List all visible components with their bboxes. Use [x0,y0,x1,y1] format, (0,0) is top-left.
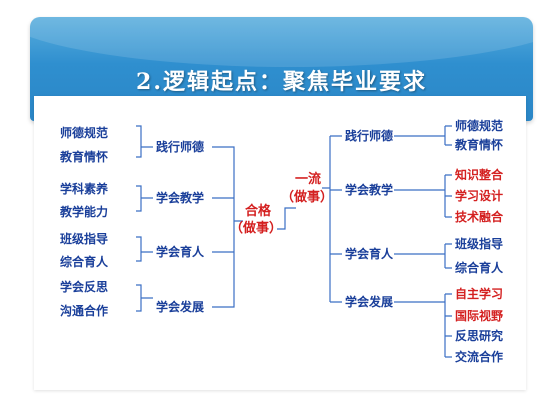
hub-link [277,207,296,230]
left-group-4-bracket [136,284,153,312]
right-item: 自主学习 [455,287,504,301]
left-group-label: 学会教学 [156,191,205,205]
left-item: 学科素养 [60,182,109,196]
right-item: 知识整合 [455,168,504,182]
right-hub-label: 一流 [295,172,322,187]
left-group-3-bracket [136,236,153,262]
right-group-label: 学会育人 [345,247,394,261]
left-item: 班级指导 [60,232,109,246]
left-item: 教育情怀 [60,150,109,164]
right-item: 反思研究 [455,329,504,343]
left-hub-label: 合格 [245,204,272,219]
left-item: 综合育人 [60,255,109,269]
right-item: 班级指导 [455,237,504,251]
slide-title: 2.逻辑起点：聚焦毕业要求 [136,69,427,95]
right-item: 师德规范 [455,119,504,133]
left-hub-bracket [212,146,243,308]
left-item: 学会反思 [60,280,109,294]
right-group-label: 践行师德 [345,129,394,143]
right-group-label: 学会教学 [345,183,394,197]
left-item: 师德规范 [60,126,109,140]
right-item: 综合育人 [455,261,504,275]
right-group-2-bracket [394,174,452,218]
diagram-panel [34,96,526,390]
left-item: 沟通合作 [60,304,109,318]
right-group-3-bracket [394,243,452,269]
right-group-label: 学会发展 [345,295,394,309]
left-group-label: 学会发展 [156,300,205,314]
right-item: 教育情怀 [455,138,504,152]
right-hub-bracket [322,135,342,303]
left-group-1-bracket [136,125,153,158]
right-item: 交流合作 [455,350,504,364]
left-group-2-bracket [136,185,153,212]
left-hub-sublabel: （做事） [230,221,283,236]
left-group-label: 践行师德 [156,140,205,154]
right-hub-sublabel: （做事） [281,190,334,205]
left-group-label: 学会育人 [156,245,205,259]
right-item: 技术融合 [455,210,504,224]
left-item: 教学能力 [60,205,109,219]
right-item: 学习设计 [455,189,504,203]
right-item: 国际视野 [455,309,504,323]
right-group-1-bracket [394,125,452,146]
right-group-4-bracket [394,293,452,358]
